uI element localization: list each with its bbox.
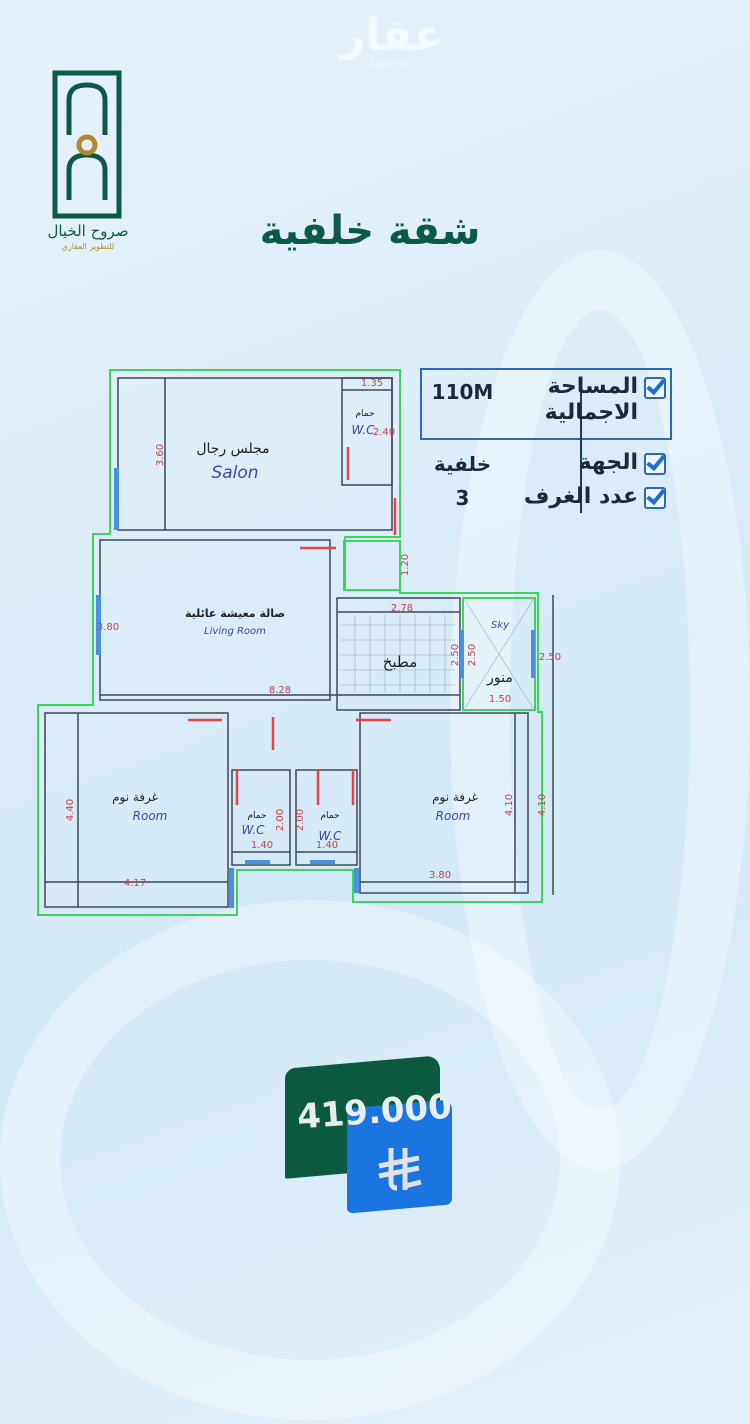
spec-label: الجهة [578,450,638,475]
dim-label: 2.40 [373,427,395,438]
brand-logo-icon [52,70,122,219]
room-living-en: Living Room [204,626,266,637]
area-box [420,368,672,440]
spec-label: عدد الغرف [523,484,638,509]
spec-row-rooms: عدد الغرف [498,484,672,510]
divider [580,378,582,513]
room-wc2-en: W.C [241,823,265,837]
spec-value: خلفية [433,452,492,476]
checkbox-checked-icon [644,487,666,509]
spec-row-area: المساحة الاجمالية [498,374,672,426]
spec-value: 3 [455,486,470,510]
walls [44,377,554,908]
dim-label: 2.00 [295,809,306,831]
dim-label: 3.80 [429,870,451,881]
saudi-riyal-icon [378,1148,422,1191]
brand-name: صروح الخيال [47,222,129,240]
kitchen-tiles [340,599,534,709]
watermark-url: aqar.fm [368,58,411,71]
room-kitchen-ar: مطبخ [383,653,418,671]
dim-label: 2.78 [391,603,413,614]
dim-label: 2.50 [539,652,561,663]
brand-tagline: للتطوير العقاري [61,242,115,251]
spec-value: 110M [431,380,494,404]
dim-label: 1.35 [361,378,383,389]
room-wc3-en: W.C [318,829,342,843]
room-bedroom1-ar: غرفة نوم [112,790,158,805]
room-living-ar: صالة معيشة عائلية [185,607,285,620]
dim-label: 2.50 [450,644,461,666]
room-wc3-ar: حمام [320,811,339,821]
dim-label: 2.50 [467,644,478,666]
room-bedroom2-ar: غرفة نوم [432,790,478,805]
spec-row-direction: الجهة [498,450,672,476]
room-sky-en: Sky [491,620,510,631]
dim-label: 8.28 [269,685,291,696]
dim-label: 1.20 [400,554,411,576]
page-title: شقة خلفية [259,208,481,254]
dim-label: 1.40 [316,840,338,851]
dim-label: 4.17 [124,878,146,889]
dim-label: 4.40 [65,799,76,821]
windows [96,468,535,908]
checkbox-checked-icon [644,453,666,475]
dim-label: 3.80 [97,622,119,633]
room-wc1-ar: حمام [355,409,374,419]
room-bedroom1-en: Room [133,809,168,823]
room-labels: مجلس رجال Salon صالة معيشة عائلية Living… [112,409,513,843]
watermark: عقار [340,10,444,61]
dim-label: 4.10 [504,794,515,816]
dim-label: 2.00 [275,809,286,831]
dim-label: 4.10 [537,794,548,816]
room-wc2-ar: حمام [247,811,266,821]
room-sky-ar: منور [486,670,513,686]
price-badge: 419.000 [285,1052,465,1214]
dim-label: 3.60 [155,444,166,466]
dim-label: 1.40 [251,840,273,851]
spec-label: المساحة الاجمالية [544,374,638,425]
specs-panel: المساحة الاجمالية 110M الجهة خلفية عدد ا… [420,368,672,518]
room-bedroom2-en: Room [436,809,471,823]
doors[interactable] [188,447,397,805]
dim-label: 1.50 [489,694,511,705]
room-wc1-en: W.C [351,423,375,437]
room-salon-ar: مجلس رجال [196,441,269,457]
checkbox-checked-icon [644,377,666,399]
floor-plan: 1.35 2.40 3.60 1.20 3.80 2.78 2.50 2.50 … [37,369,561,916]
room-salon-en: Salon [211,463,258,483]
dimensions: 1.35 2.40 3.60 1.20 3.80 2.78 2.50 2.50 … [65,378,561,889]
